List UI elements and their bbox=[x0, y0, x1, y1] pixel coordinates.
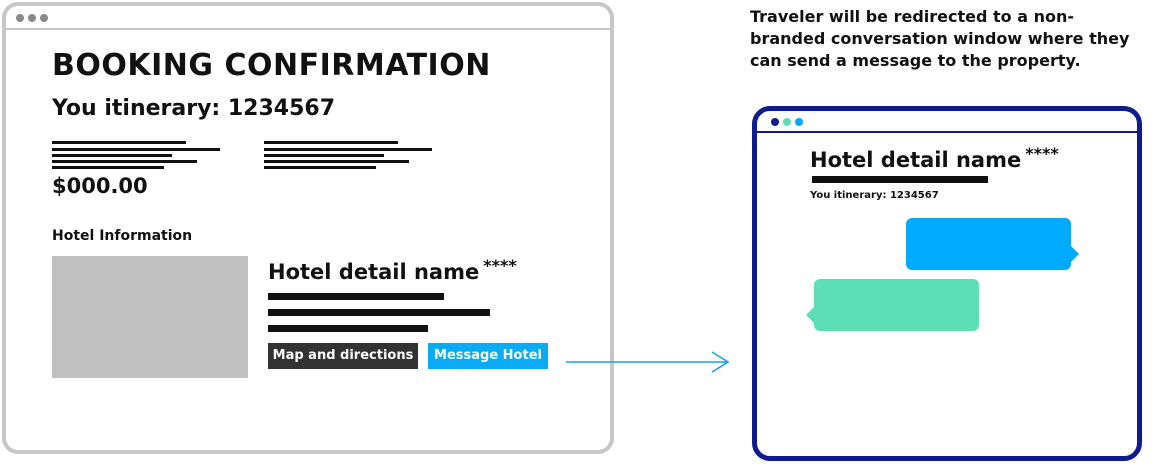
caption-line: branded conversation window where they bbox=[750, 29, 1130, 48]
placeholder-text-line bbox=[52, 160, 197, 163]
incoming-message-bubble bbox=[806, 279, 979, 331]
window-titlebar bbox=[6, 6, 610, 30]
map-and-directions-button[interactable]: Map and directions bbox=[268, 343, 418, 369]
placeholder-text-line bbox=[264, 148, 432, 151]
window-dot-icon bbox=[16, 14, 24, 22]
itinerary-number: You itinerary: 1234567 bbox=[52, 96, 336, 121]
conversation-hotel-name: Hotel detail name**** bbox=[810, 144, 1059, 172]
conversation-itinerary-number: You itinerary: 1234567 bbox=[810, 190, 939, 201]
message-hotel-button[interactable]: Message Hotel bbox=[428, 343, 548, 369]
placeholder-text-line bbox=[264, 160, 409, 163]
placeholder-text-line bbox=[264, 166, 376, 169]
hotel-name-text: Hotel detail name bbox=[268, 260, 480, 284]
placeholder-text-line bbox=[52, 141, 186, 144]
booking-confirmation-window bbox=[2, 2, 614, 454]
window-dot-icon bbox=[795, 118, 803, 126]
booking-price: $000.00 bbox=[52, 174, 148, 198]
caption-line: Traveler will be redirected to a non- bbox=[750, 7, 1075, 26]
hotel-name: Hotel detail name**** bbox=[268, 256, 517, 284]
placeholder-text-line bbox=[812, 176, 988, 183]
window-dot-icon bbox=[28, 14, 36, 22]
placeholder-text-line bbox=[52, 154, 172, 157]
placeholder-text-line bbox=[52, 166, 164, 169]
window-dot-icon bbox=[40, 14, 48, 22]
star-rating: **** bbox=[1025, 144, 1059, 163]
hotel-name-text: Hotel detail name bbox=[810, 148, 1022, 172]
redirect-caption: Traveler will be redirected to a non- br… bbox=[750, 6, 1164, 72]
star-rating: **** bbox=[483, 256, 517, 275]
window-dot-icon bbox=[783, 118, 791, 126]
placeholder-text-line bbox=[52, 148, 220, 151]
hotel-information-heading: Hotel Information bbox=[52, 228, 193, 244]
placeholder-text-line bbox=[268, 325, 428, 332]
outgoing-message-bubble bbox=[906, 218, 1079, 270]
page-title: BOOKING CONFIRMATION bbox=[52, 48, 491, 83]
placeholder-text-line bbox=[264, 154, 384, 157]
redirect-arrow-icon bbox=[566, 351, 730, 373]
placeholder-text-line bbox=[264, 141, 398, 144]
caption-line: can send a message to the property. bbox=[750, 51, 1081, 70]
placeholder-text-line bbox=[268, 293, 444, 300]
window-titlebar bbox=[757, 111, 1137, 133]
window-dot-icon bbox=[771, 118, 779, 126]
hotel-photo-placeholder bbox=[52, 256, 248, 378]
placeholder-text-line bbox=[268, 309, 490, 316]
